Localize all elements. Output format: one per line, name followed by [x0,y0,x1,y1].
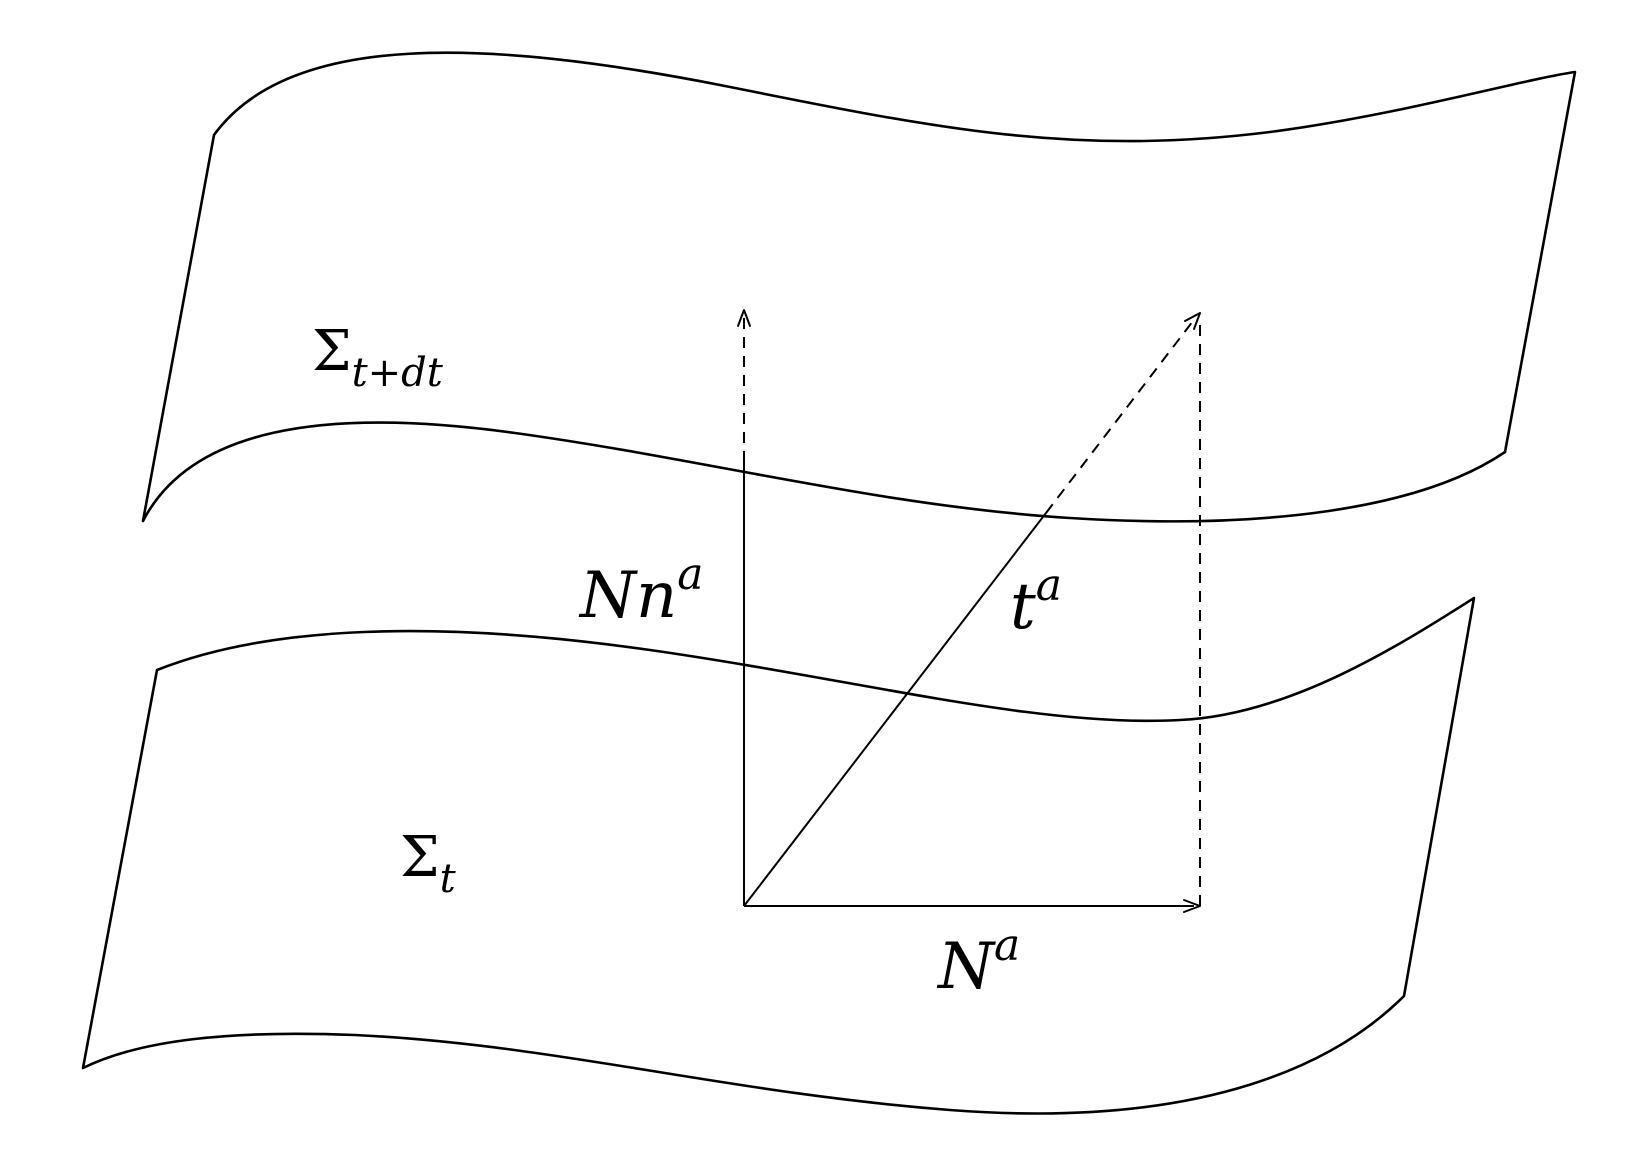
lower-hypersurface [81,596,1476,1115]
lower-surface-label: Σt [400,825,457,902]
upper-hypersurface [141,51,1577,523]
time-vector-label: ta [1010,560,1062,644]
shift-vector-label: Na [936,920,1020,1004]
time-vector-solid [743,512,1047,907]
time-vector-arrowhead [1184,312,1201,330]
normal-vector-arrowhead [737,309,751,327]
time-vector-dashed [1045,320,1194,514]
normal-vector-label: Nna [578,549,703,633]
upper-surface-label: Σt+dt [312,319,444,396]
